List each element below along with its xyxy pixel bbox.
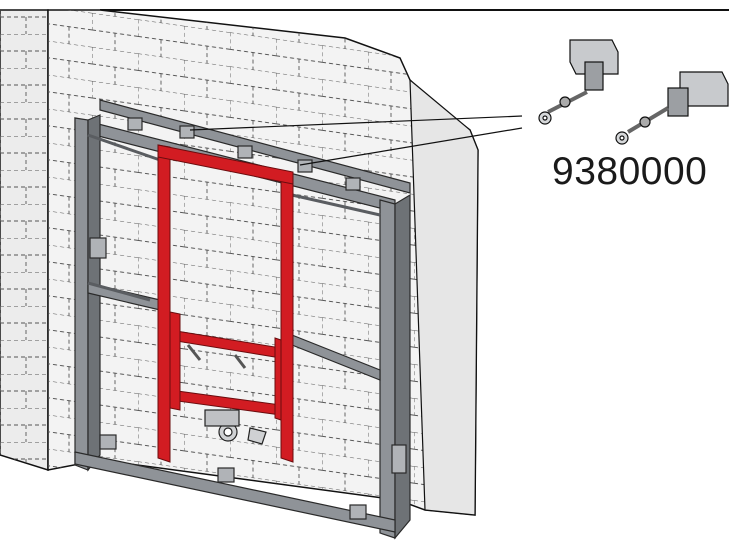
side-bracket-left [89,237,107,259]
foot-plate-2 [217,467,235,483]
side-bracket-right [391,444,407,474]
pointer-line-top [189,115,523,131]
bracket-1-washer [559,96,571,108]
wall-main-face-pattern [48,10,478,515]
brace-left-top [87,133,161,162]
pipe-stub-left [186,344,202,361]
part-number-label: 9380000 [552,150,708,193]
top-rail-back [99,99,411,194]
foot-plate-3 [349,504,367,520]
drain-fitting-inner [223,427,233,437]
pipe-stub-right [233,354,247,369]
foot-plate-1 [99,434,117,450]
wall-bracket-icon [538,39,729,145]
wall-side-face [409,78,479,516]
installation-frame-icon [74,99,411,540]
top-clamp-3 [237,145,253,159]
bracket-2-washer [639,116,651,128]
red-inner-left [169,311,181,411]
left-upright [74,117,89,471]
bracket-1-plate [569,39,619,75]
elbow-fitting [247,427,267,445]
red-upright-right [280,171,294,463]
red-inner-right [274,337,282,421]
bidet-frame [157,144,294,463]
brick-wall-icon [0,9,479,516]
top-clamp-4 [297,159,313,173]
red-upright-left [157,144,171,463]
red-top-crossbar [157,144,294,185]
top-clamp-5 [345,177,361,191]
bracket-2-body [667,87,689,117]
brace-right-top [291,193,381,217]
pointer-line-bottom [299,127,523,166]
right-upright-back [394,193,411,540]
wall-left-face-pattern [0,10,48,470]
bracket-1-body [584,61,604,91]
bracket-2-nut-hole [619,135,625,141]
pointer-lines [189,115,523,166]
top-clamp-1 [127,117,143,131]
pipe-fittings [186,344,267,445]
bottom-rail [74,451,396,533]
bracket-1-nut-hole [542,115,548,121]
top-clamp-2 [179,125,195,139]
brace-left-mid [87,281,151,302]
right-upright [379,199,396,539]
valve-block [204,409,240,427]
